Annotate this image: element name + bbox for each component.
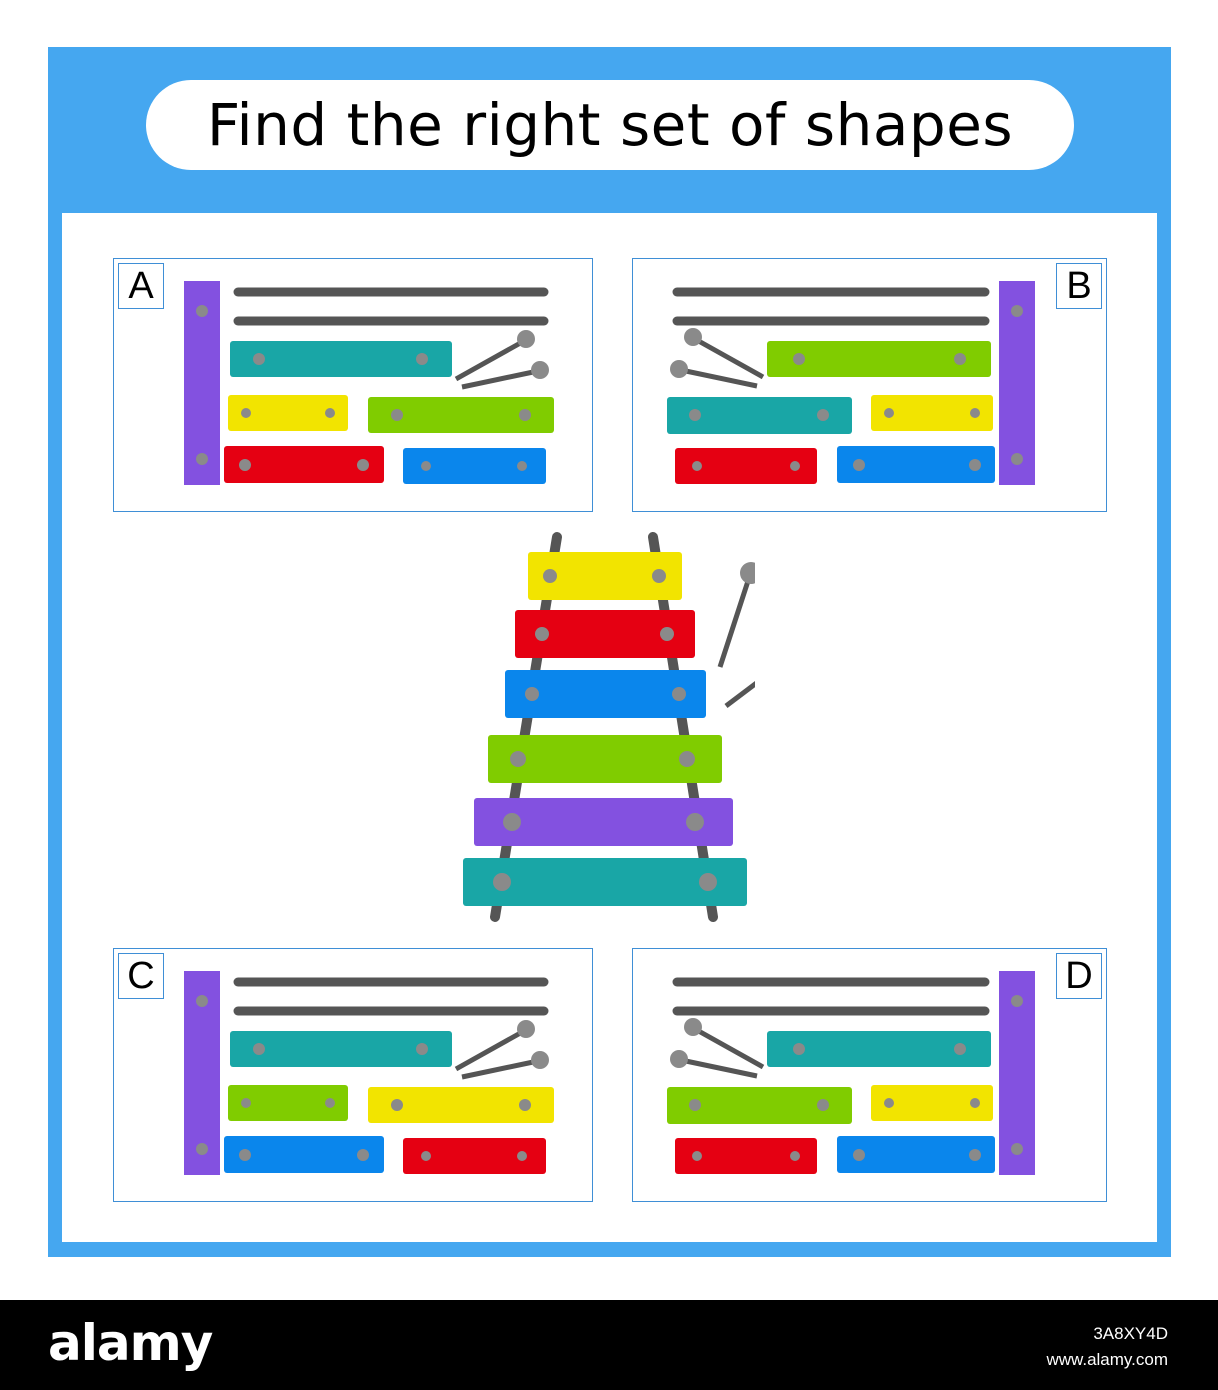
option-label: B: [1056, 263, 1102, 309]
option-a-shapes: [184, 281, 554, 485]
mallet-head: [517, 1020, 535, 1038]
mallet-stick: [680, 1057, 758, 1079]
peg: [196, 453, 208, 465]
option-a[interactable]: A: [113, 258, 593, 512]
option-d-shapes: [667, 971, 1035, 1175]
mallet-stick: [724, 681, 755, 708]
peg: [196, 305, 208, 317]
red-bar: [403, 1138, 546, 1174]
mallet-stick: [461, 368, 539, 390]
mallet-head: [684, 328, 702, 346]
yellow-bar: [228, 395, 348, 431]
mallet-head: [684, 1018, 702, 1036]
teal-bar: [463, 858, 747, 906]
mallet-head: [531, 1051, 549, 1069]
mallet-head: [517, 330, 535, 348]
teal-bar: [767, 1031, 991, 1067]
mallet-stick: [454, 338, 526, 382]
green-bar: [488, 735, 722, 783]
teal-bar: [667, 397, 852, 434]
red-bar: [515, 610, 695, 658]
mallet-stick: [717, 580, 751, 668]
mallet-head: [670, 1050, 688, 1068]
green-bar: [667, 1087, 852, 1124]
green-bar: [368, 397, 554, 433]
mallet-head: [740, 562, 755, 584]
mallet-head: [670, 360, 688, 378]
blue-bar: [837, 1136, 995, 1173]
option-b-shapes: [667, 281, 1035, 485]
teal-bar: [230, 341, 452, 377]
option-b[interactable]: B: [632, 258, 1107, 512]
image-id: 3A8XY4D: [1093, 1324, 1168, 1343]
red-bar: [675, 448, 817, 484]
green-bar: [228, 1085, 348, 1121]
yellow-bar: [528, 552, 682, 600]
mallet-head: [531, 361, 549, 379]
blue-bar: [837, 446, 995, 483]
option-c[interactable]: C: [113, 948, 593, 1202]
title-banner: Find the right set of shapes: [146, 80, 1074, 170]
mallet-stick: [461, 1058, 539, 1080]
page-title: Find the right set of shapes: [206, 91, 1014, 159]
red-bar: [675, 1138, 817, 1174]
option-c-shapes: [184, 971, 554, 1175]
mallet-stick: [454, 1028, 526, 1072]
yellow-bar: [871, 1085, 993, 1121]
teal-bar: [230, 1031, 452, 1067]
mallet-stick: [693, 1026, 765, 1070]
yellow-bar: [368, 1087, 554, 1123]
blue-bar: [403, 448, 546, 484]
footer-bar: alamy 3A8XY4D www.alamy.com: [0, 1300, 1218, 1390]
mallet-stick: [680, 367, 758, 389]
green-bar: [767, 341, 991, 377]
frame-leg: [490, 532, 562, 922]
option-label: C: [118, 953, 164, 999]
option-d[interactable]: D: [632, 948, 1107, 1202]
brand-logo: alamy: [48, 1314, 213, 1372]
red-bar: [224, 446, 384, 483]
blue-bar: [224, 1136, 384, 1173]
purple-bar: [474, 798, 733, 846]
frame-leg: [648, 532, 718, 922]
option-label: D: [1056, 953, 1102, 999]
xylophone-illustration: [463, 532, 755, 922]
mallet-stick: [693, 336, 765, 380]
yellow-bar: [871, 395, 993, 431]
option-label: A: [118, 263, 164, 309]
footer-url: www.alamy.com: [1046, 1350, 1168, 1369]
blue-bar: [505, 670, 706, 718]
